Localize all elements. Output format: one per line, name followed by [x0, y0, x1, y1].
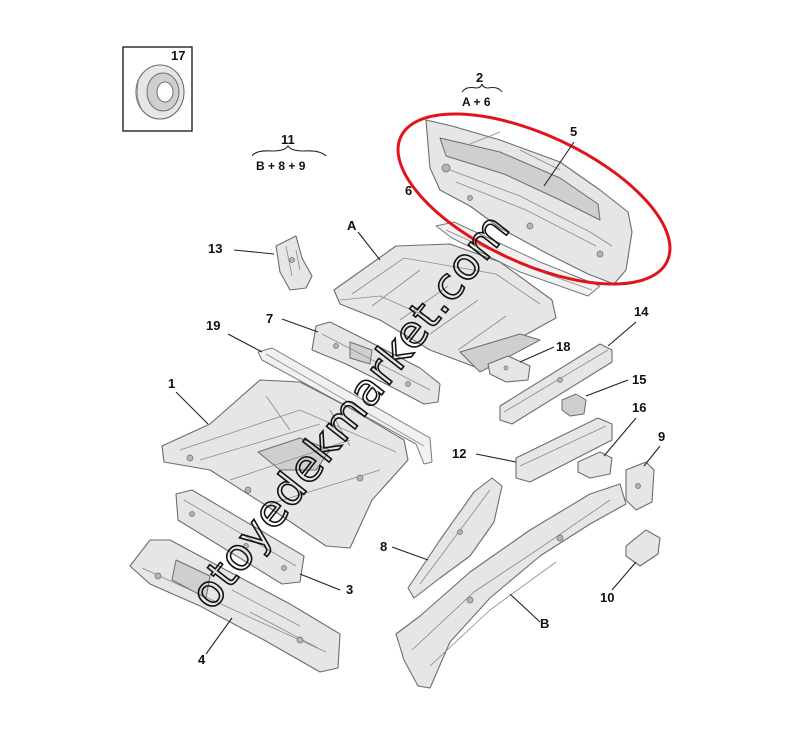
part-16-bracket[interactable] — [577, 451, 613, 479]
part-5-rear-panel[interactable] — [425, 119, 633, 285]
callout-16[interactable]: 16 — [632, 400, 646, 415]
callout-1[interactable]: 1 — [168, 376, 175, 391]
callout-11: 11 — [281, 132, 295, 147]
callout-14[interactable]: 14 — [634, 304, 649, 319]
highlight-ellipse — [396, 112, 672, 286]
callout-9[interactable]: 9 — [658, 429, 665, 444]
callout-A[interactable]: A — [347, 218, 357, 233]
callout-17[interactable]: 17 — [171, 48, 185, 63]
part-15-clip[interactable] — [561, 393, 587, 417]
part-19-bar[interactable] — [257, 347, 433, 465]
callout-19[interactable]: 19 — [206, 318, 220, 333]
part-17-bushing — [135, 64, 185, 120]
callout-15[interactable]: 15 — [632, 372, 646, 387]
callout-13[interactable]: 13 — [208, 241, 222, 256]
part-14-rail[interactable] — [499, 343, 613, 425]
callout-11-group[interactable]: 11 B + 8 + 9 — [251, 132, 327, 173]
callout-8[interactable]: 8 — [380, 539, 387, 554]
part-12-beam[interactable] — [515, 417, 613, 483]
part-17-inset[interactable] — [122, 46, 193, 132]
callout-18[interactable]: 18 — [556, 339, 570, 354]
callout-5[interactable]: 5 — [570, 124, 577, 139]
callout-11-sub: B + 8 + 9 — [256, 159, 306, 173]
part-1-main-floor[interactable] — [161, 379, 409, 549]
part-7-crossmember[interactable] — [311, 321, 441, 405]
callout-7[interactable]: 7 — [266, 311, 273, 326]
callout-12[interactable]: 12 — [452, 446, 466, 461]
callout-2: 2 — [476, 70, 483, 85]
part-10-bracket[interactable] — [625, 529, 661, 567]
part-8-side-member[interactable] — [407, 477, 503, 599]
part-9-plate[interactable] — [625, 461, 655, 511]
callout-B[interactable]: B — [540, 616, 549, 631]
part-3-reinforcement[interactable] — [175, 489, 305, 585]
callout-3[interactable]: 3 — [346, 582, 353, 597]
callout-6[interactable]: 6 — [405, 183, 412, 198]
part-B-side-rail[interactable] — [395, 483, 627, 689]
callout-2-group[interactable]: 2 A + 6 — [461, 70, 503, 109]
callout-10[interactable]: 10 — [600, 590, 614, 605]
part-A-rear-floor[interactable] — [333, 243, 557, 373]
part-4-front-floor[interactable] — [129, 539, 341, 673]
part-18-bracket[interactable] — [487, 355, 531, 383]
callout-2-sub: A + 6 — [462, 95, 491, 109]
callout-4[interactable]: 4 — [198, 652, 206, 667]
part-13-bracket[interactable] — [275, 235, 313, 291]
